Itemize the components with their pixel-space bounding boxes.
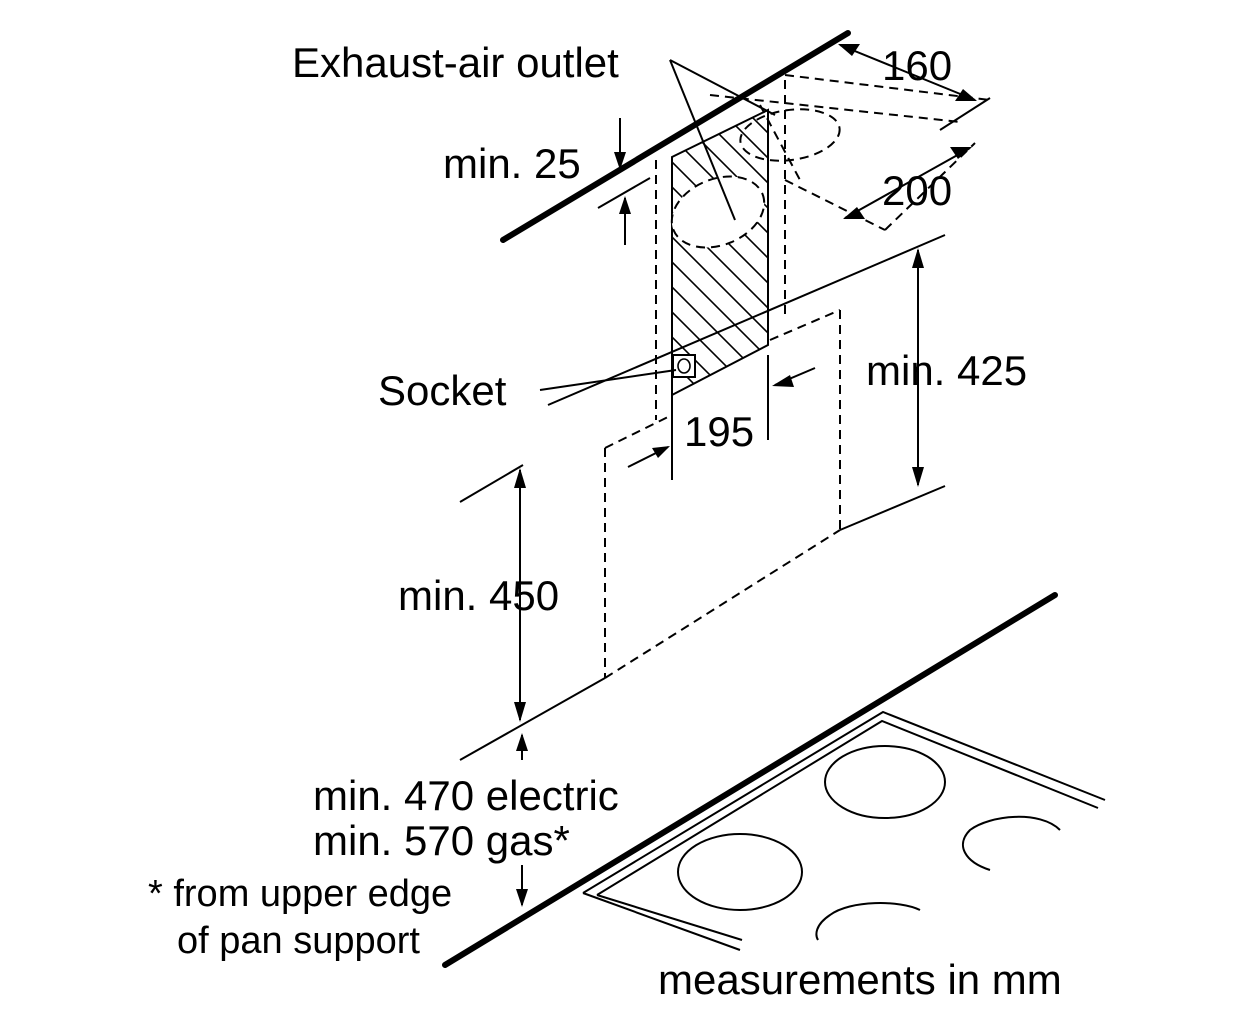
dimension-200	[843, 147, 972, 219]
min-450-label: min. 450	[398, 572, 559, 619]
socket-label: Socket	[378, 367, 507, 414]
min-425-label: min. 425	[866, 347, 1027, 394]
units-label: measurements in mm	[658, 956, 1062, 1003]
exhaust-outlet-opening-wall	[670, 175, 766, 249]
burner-bottom-left	[677, 833, 803, 911]
wall-line-right	[839, 485, 946, 531]
dimension-min-450	[514, 468, 526, 722]
dimension-160	[838, 44, 991, 131]
wall-line-upper	[547, 234, 946, 406]
dimension-min-470-570	[516, 733, 528, 907]
min-25-label: min. 25	[443, 140, 581, 187]
socket-leader	[539, 369, 677, 391]
min-570-label: min. 570 gas*	[313, 817, 570, 864]
burner-top-right	[961, 815, 1061, 871]
footnote-line2: of pan support	[177, 920, 420, 962]
dimension-195-label: 195	[684, 408, 754, 455]
dimension-min-425	[912, 248, 924, 487]
cooktop-edge	[442, 592, 1058, 968]
hood-outline	[604, 309, 841, 679]
exhaust-outlet-opening-ceiling	[739, 108, 841, 162]
cooktop	[582, 710, 1106, 951]
ceiling-line	[500, 30, 851, 243]
dimension-min-25	[597, 118, 651, 245]
exhaust-outlet-leaders	[669, 59, 776, 221]
burner-bottom-right	[815, 902, 921, 941]
duct-cover-outline	[655, 74, 991, 420]
burner-top-left	[824, 745, 946, 819]
dimension-200-label: 200	[882, 167, 952, 214]
dimension-195	[627, 355, 816, 480]
wall-line-middle	[459, 464, 524, 503]
min-470-label: min. 470 electric	[313, 772, 619, 819]
wall-line-hood-bottom	[459, 677, 606, 761]
socket-icon	[672, 354, 696, 378]
dimension-160-label: 160	[882, 42, 952, 89]
exhaust-outlet-label: Exhaust-air outlet	[292, 39, 619, 86]
footnote-line1: * from upper edge	[148, 873, 452, 915]
